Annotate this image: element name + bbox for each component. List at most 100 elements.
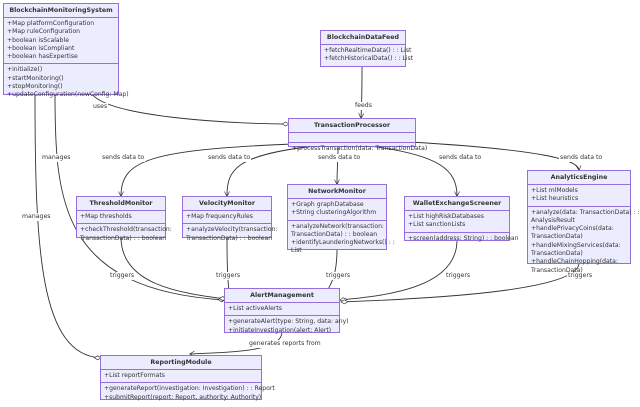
class-title: BlockchainMonitoringSystem: [4, 4, 118, 18]
edge-label-triggers-analytics: triggers: [567, 272, 594, 280]
class-member: +List reportFormats: [104, 372, 165, 379]
class-member: +Graph graphDatabase: [291, 201, 364, 208]
class-velocity-monitor[interactable]: VelocityMonitor +Map frequencyRules +ana…: [182, 196, 277, 242]
class-member: +handlePrivacyCoins(data: TransactionDat…: [531, 225, 614, 241]
class-blockchain-data-feed[interactable]: BlockchainDataFeed +fetchRealtimeData() …: [320, 30, 414, 67]
class-title: BlockchainDataFeed: [321, 31, 405, 45]
edge-feeds: [361, 65, 362, 118]
class-reporting-module[interactable]: ReportingModule +List reportFormats +gen…: [100, 355, 275, 401]
class-title: WalletExchangeScreener: [405, 197, 509, 211]
class-title: AnalyticsEngine: [528, 171, 630, 185]
class-member: +Map frequencyRules: [186, 213, 253, 220]
class-member: +updateConfiguration(newConfig: Map): [7, 91, 129, 99]
class-member: +analyzeNetwork(transaction: Transaction…: [291, 222, 384, 238]
attribute-list: +List highRiskDatabases+List sanctionLis…: [405, 211, 509, 233]
class-analytics-engine[interactable]: AnalyticsEngine +List mlModels+List heur…: [527, 170, 640, 274]
edge-label-triggers-velocity: triggers: [215, 272, 242, 280]
class-member: +initiateInvestigation(alert: Alert): [228, 326, 332, 334]
edge-label-feeds: feeds: [354, 102, 373, 110]
edge-sends-wallet: [369, 145, 457, 196]
edge-label-manages-alert: manages: [41, 154, 72, 162]
edge-label-sends-velocity: sends data to: [207, 154, 252, 162]
class-member: +fetchHistoricalData() : : List: [324, 55, 414, 63]
attribute-list: +Map platformConfiguration+Map ruleConfi…: [4, 18, 118, 65]
edge-label-manages-reporting: manages: [21, 213, 52, 221]
edge-sends-analytics: [409, 141, 579, 170]
method-list: +analyzeVelocity(transaction: Transactio…: [183, 224, 278, 245]
attribute-list: +List reportFormats: [101, 370, 261, 384]
class-title: VelocityMonitor: [183, 197, 271, 211]
class-member: +boolean isCompliant: [7, 44, 75, 52]
class-title: ReportingModule: [101, 356, 261, 370]
class-member: +generateReport(investigation: Investiga…: [104, 385, 275, 393]
edge-label-sends-network: sends data to: [317, 154, 362, 162]
class-member: +handleChainHopping(data: TransactionDat…: [531, 258, 618, 274]
class-title: ThresholdMonitor: [77, 197, 165, 211]
method-list: +screen(address: String) : : boolean: [405, 233, 519, 245]
edge-triggers-wallet: [339, 239, 458, 303]
class-member: +identifyLaunderingNetworks() : : List: [291, 239, 395, 255]
class-member: +List heuristics: [531, 195, 579, 203]
class-member: +analyzeVelocity(transaction: Transactio…: [186, 226, 278, 242]
class-blockchain-monitoring-system[interactable]: BlockchainMonitoringSystem +Map platform…: [3, 3, 129, 98]
method-list: +analyze(data: TransactionData) : : Anal…: [528, 207, 640, 277]
class-member: +initialize(): [7, 66, 43, 74]
class-alert-management[interactable]: AlertManagement +List activeAlerts +gene…: [224, 288, 349, 334]
edge-triggers-velocity: [226, 236, 232, 296]
class-member: +generateAlert(type: String, data: any): [228, 318, 349, 326]
edge-manages-reporting: [34, 93, 102, 361]
method-list: +analyzeNetwork(transaction: Transaction…: [288, 221, 395, 258]
edge-label-triggers-network: triggers: [325, 272, 352, 280]
class-member: +handleMixingServices(data: TransactionD…: [531, 241, 621, 258]
class-member: +Map platformConfiguration: [7, 20, 95, 27]
method-list: +initialize()+startMonitoring()+stopMoni…: [4, 64, 129, 101]
class-member: +fetchRealtimeData() : : List: [324, 47, 412, 54]
attribute-list: +List activeAlerts: [225, 303, 339, 317]
class-member: +screen(address: String) : : boolean: [408, 234, 519, 242]
attribute-list: +Map frequencyRules: [183, 211, 271, 225]
edge-label-triggers-wallet: triggers: [445, 272, 472, 280]
class-member: +analyze(data: TransactionData) : : Anal…: [531, 208, 640, 224]
class-title: AlertManagement: [225, 289, 339, 303]
class-network-monitor[interactable]: NetworkMonitor +Graph graphDatabase+Stri…: [287, 184, 395, 254]
edge-label-sends-wallet: sends data to: [438, 154, 483, 162]
method-list: +generateAlert(type: String, data: any)+…: [225, 316, 349, 337]
class-transaction-processor[interactable]: TransactionProcessor +processTransaction…: [288, 118, 427, 152]
class-title: NetworkMonitor: [288, 185, 386, 199]
class-wallet-exchange-screener[interactable]: WalletExchangeScreener +List highRiskDat…: [404, 196, 519, 242]
class-member: +startMonitoring(): [7, 74, 64, 82]
class-member: +String clusteringAlgorithm: [291, 209, 377, 217]
attribute-list: [289, 133, 415, 143]
class-member: +List activeAlerts: [228, 305, 282, 312]
method-list: +checkThreshold(transaction: Transaction…: [77, 224, 172, 245]
class-threshold-monitor[interactable]: ThresholdMonitor +Map thresholds +checkT…: [76, 196, 172, 242]
class-member: +Map ruleConfiguration: [7, 28, 81, 36]
class-member: +boolean hasExpertise: [7, 53, 78, 61]
class-member: +stopMonitoring(): [7, 83, 63, 91]
edge-sends-network: [337, 145, 338, 184]
class-member: +List highRiskDatabases: [408, 213, 484, 220]
edge-label-uses: uses: [92, 103, 109, 111]
edge-label-sends-threshold: sends data to: [101, 154, 146, 162]
edge-label-generates-reports: generates reports from: [248, 340, 322, 348]
method-list: +generateReport(investigation: Investiga…: [101, 383, 275, 404]
class-member: +processTransaction(data: TransactionDat…: [292, 145, 428, 152]
attribute-list: +List mlModels+List heuristics: [528, 185, 630, 207]
method-list: +fetchRealtimeData() : : List+fetchHisto…: [321, 45, 414, 66]
edge-sends-velocity: [227, 145, 316, 196]
class-member: +List sanctionLists: [408, 221, 466, 229]
class-member: +List mlModels: [531, 187, 578, 194]
class-title: TransactionProcessor: [289, 119, 415, 133]
method-list: +processTransaction(data: TransactionDat…: [289, 143, 428, 155]
edge-uses: [91, 93, 290, 127]
edge-label-triggers-threshold: triggers: [109, 272, 136, 280]
attribute-list: +Map thresholds: [77, 211, 165, 225]
class-member: +checkThreshold(transaction: Transaction…: [80, 226, 172, 242]
class-member: +boolean isScalable: [7, 36, 69, 44]
edge-generates-reports: [190, 331, 283, 354]
edge-triggers-threshold: [120, 236, 227, 301]
attribute-list: +Graph graphDatabase+String clusteringAl…: [288, 199, 386, 221]
edge-sends-threshold: [121, 143, 293, 196]
class-member: +Map thresholds: [80, 213, 132, 220]
edge-label-sends-analytics: sends data to: [559, 154, 604, 162]
